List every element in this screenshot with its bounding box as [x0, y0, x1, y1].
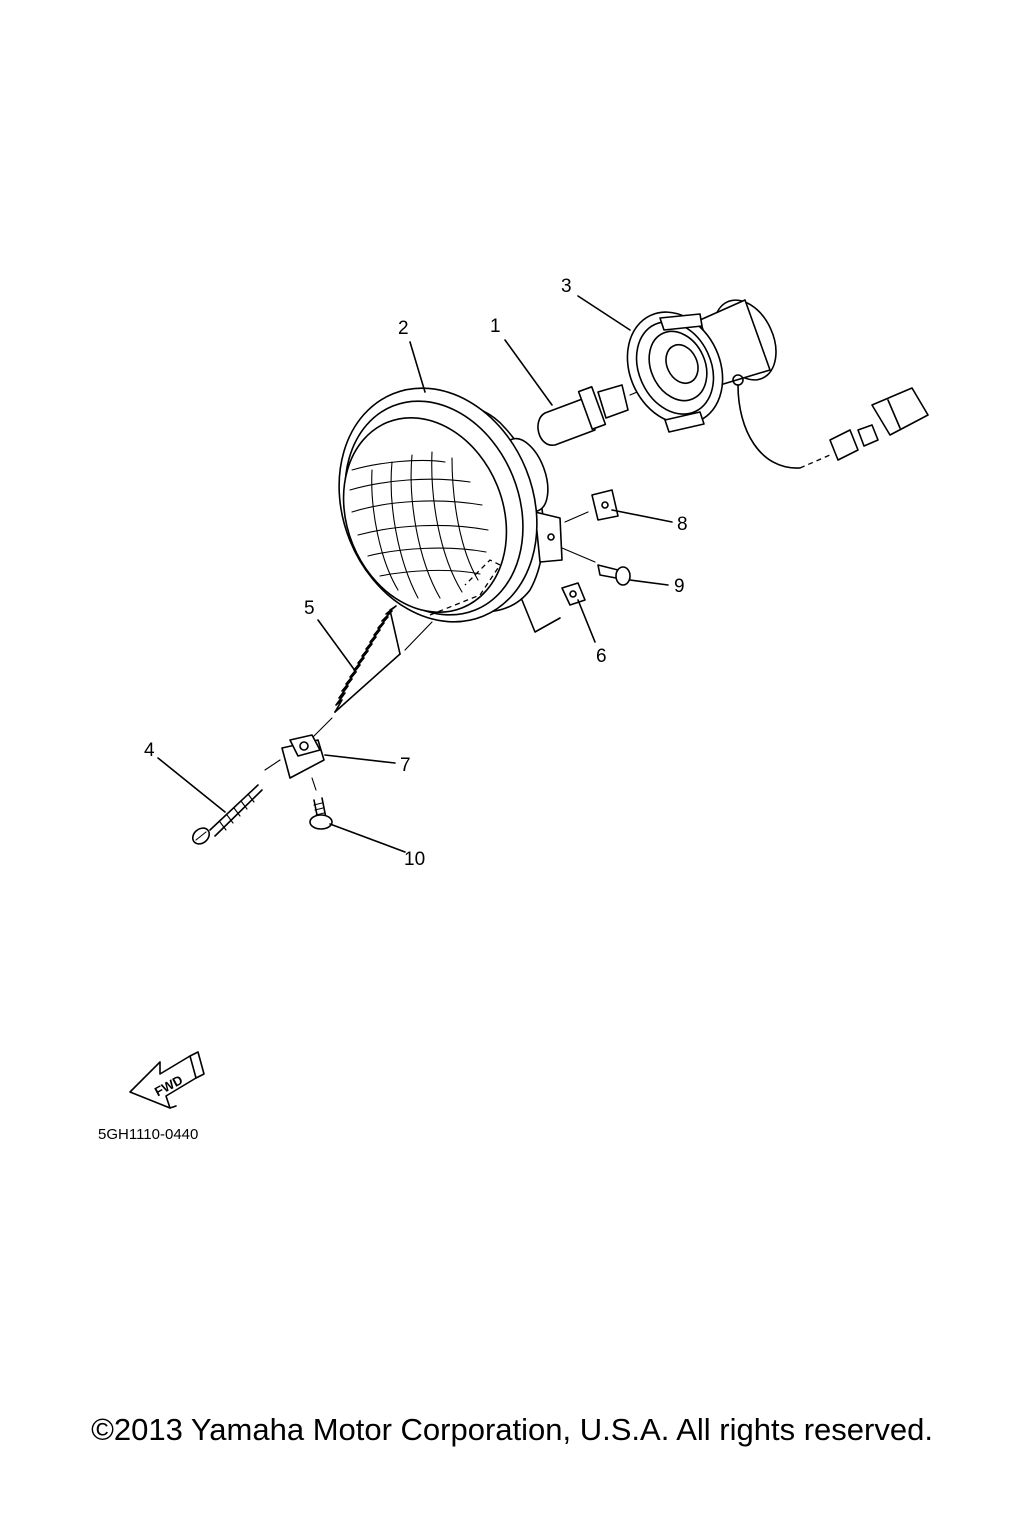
nut: [561, 582, 586, 606]
leader-lines: [157, 295, 673, 853]
spring: [307, 605, 433, 743]
fwd-arrow-icon: FWD: [129, 1051, 205, 1109]
callout-4: 4: [144, 740, 155, 761]
nut-plate: [564, 489, 619, 523]
callout-7: 7: [400, 755, 411, 776]
figure-code: 5GH1110-0440: [98, 1126, 198, 1143]
callout-6: 6: [596, 646, 607, 667]
screw: [561, 547, 631, 586]
bulb: [537, 369, 691, 446]
callout-10: 10: [404, 849, 425, 870]
bulb-socket: [626, 299, 929, 469]
adjuster-bracket: [264, 734, 325, 791]
callout-3: 3: [561, 276, 572, 297]
headlight-unit: [338, 387, 563, 633]
callout-8: 8: [677, 514, 688, 535]
callout-5: 5: [304, 598, 315, 619]
mount-screw: [309, 797, 333, 830]
callout-1: 1: [490, 316, 501, 337]
callout-2: 2: [398, 318, 409, 339]
callout-9: 9: [674, 576, 685, 597]
adjuster-screw: [191, 784, 263, 845]
copyright-notice: ©2013 Yamaha Motor Corporation, U.S.A. A…: [91, 1412, 933, 1447]
